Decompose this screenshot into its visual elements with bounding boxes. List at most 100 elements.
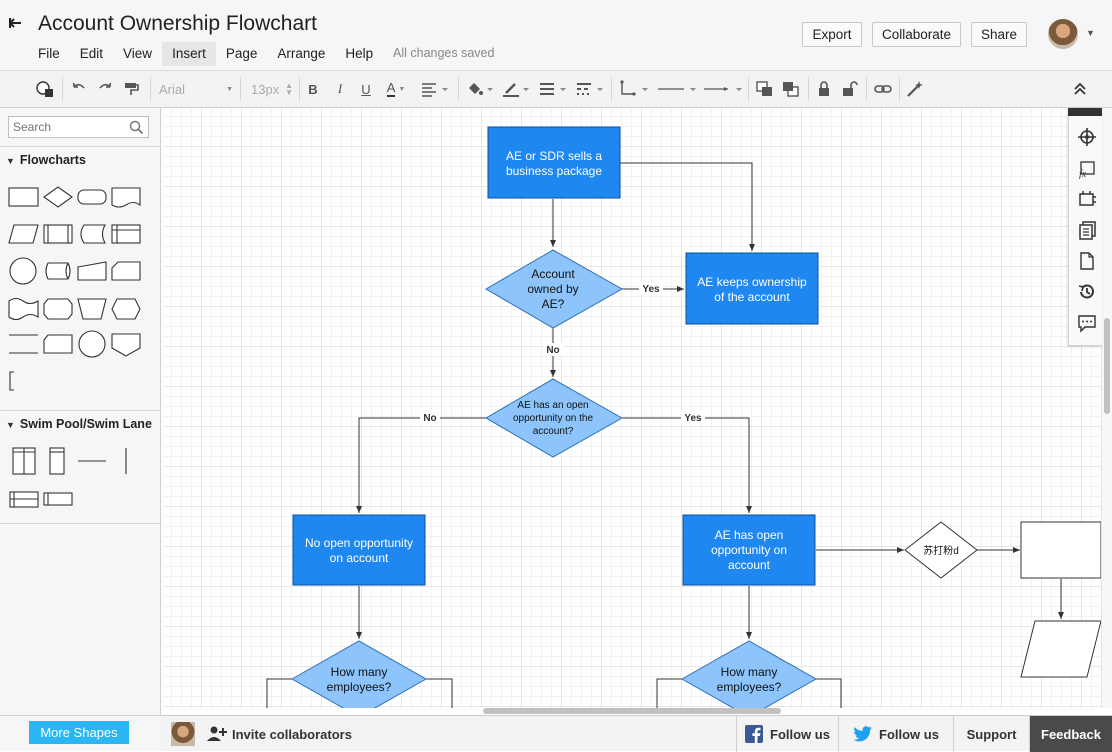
pages-icon[interactable] — [1077, 220, 1097, 240]
share-button[interactable]: Share — [971, 22, 1027, 47]
node-no-opp-process[interactable]: No open opportunity on account — [292, 514, 426, 586]
search-icon[interactable] — [129, 120, 144, 135]
formula-fx-icon[interactable]: fx — [1077, 159, 1097, 179]
shape-off-page[interactable] — [111, 333, 141, 357]
support-button[interactable]: Support — [953, 716, 1029, 752]
unlock-icon[interactable] — [840, 79, 860, 99]
shape-horizontal-lane[interactable] — [43, 492, 73, 506]
node-emp-left-decision[interactable]: How many employees? — [290, 640, 428, 708]
rail-drag-handle[interactable] — [1068, 108, 1102, 116]
font-size-stepper[interactable]: 13px▲▼ — [251, 81, 293, 97]
shape-horizontal-pool[interactable] — [9, 491, 39, 508]
node-keeps-process[interactable]: AE keeps ownership of the account — [685, 252, 819, 325]
shape-card[interactable] — [111, 261, 141, 281]
document-title[interactable]: Account Ownership Flowchart — [38, 12, 317, 35]
shape-direct-data[interactable] — [45, 262, 71, 280]
feedback-button[interactable]: Feedback — [1029, 716, 1112, 752]
shape-process[interactable] — [8, 187, 39, 207]
shape-manual-operation[interactable] — [77, 298, 107, 320]
send-to-back-icon[interactable] — [781, 79, 801, 99]
menu-arrange[interactable]: Arrange — [277, 46, 326, 61]
node-has-opp-process[interactable]: AE has open opportunity on account — [682, 514, 816, 586]
user-avatar[interactable] — [1048, 19, 1078, 49]
invite-collaborators-link[interactable]: Invite collaborators — [232, 727, 352, 742]
text-align-icon[interactable] — [420, 79, 450, 99]
line-weight-icon[interactable] — [538, 79, 568, 99]
menu-insert[interactable]: Insert — [162, 42, 216, 66]
shape-delay[interactable] — [43, 298, 73, 320]
menu-edit[interactable]: Edit — [79, 46, 104, 61]
connector-start-to-keeps[interactable] — [620, 162, 755, 251]
line-dash-icon[interactable] — [575, 79, 605, 99]
font-color-button[interactable]: A▼ — [386, 80, 406, 97]
vertical-scroll-thumb[interactable] — [1104, 318, 1110, 414]
follow-facebook-button[interactable]: Follow us — [736, 716, 838, 752]
section-swim-lane[interactable]: ▼Swim Pool/Swim Lane — [0, 410, 160, 436]
shape-document[interactable] — [111, 187, 141, 208]
redo-icon[interactable] — [96, 79, 114, 99]
shape-vertical-pool[interactable] — [12, 447, 36, 475]
node-emp-right-decision[interactable]: How many employees? — [680, 640, 818, 708]
node-open-opp-decision[interactable]: AE has an open opportunity on the accoun… — [485, 378, 624, 458]
connector-openq-to-hasopp[interactable] — [622, 417, 752, 513]
font-family-select[interactable]: Arial▼ — [159, 81, 233, 97]
shape-internal-storage[interactable] — [111, 224, 141, 244]
node-small-decision[interactable]: 苏打粉d — [904, 521, 978, 579]
italic-button[interactable]: I — [337, 81, 343, 96]
back-arrow-icon[interactable] — [6, 14, 26, 34]
shape-punched-tape[interactable] — [8, 297, 39, 321]
shape-bracket[interactable] — [9, 371, 14, 391]
shape-search-input[interactable] — [9, 117, 127, 137]
chevron-down-icon[interactable]: ▼ — [1086, 28, 1095, 38]
collaborator-avatar[interactable] — [171, 722, 195, 746]
export-button[interactable]: Export — [802, 22, 862, 47]
more-shapes-button[interactable]: More Shapes — [29, 721, 129, 744]
collaborate-button[interactable]: Collaborate — [872, 22, 961, 47]
section-flowcharts[interactable]: ▼Flowcharts — [0, 146, 160, 172]
node-blank-parallelogram[interactable] — [1020, 620, 1101, 678]
shape-style-icon[interactable] — [34, 79, 56, 99]
shape-circle[interactable] — [78, 330, 106, 358]
shape-connector[interactable] — [9, 257, 37, 285]
horizontal-scroll-thumb[interactable] — [483, 708, 781, 714]
shape-data[interactable] — [8, 224, 39, 244]
page-settings-icon[interactable] — [1077, 251, 1097, 271]
presentation-frame-icon[interactable] — [1077, 189, 1097, 209]
link-icon[interactable] — [873, 79, 893, 99]
format-painter-icon[interactable] — [122, 79, 140, 99]
shape-predefined-process[interactable] — [43, 224, 73, 244]
history-icon[interactable] — [1077, 282, 1097, 302]
connector-type-icon[interactable] — [618, 79, 650, 99]
shape-stored-data[interactable] — [80, 224, 106, 244]
shape-manual-input[interactable] — [77, 261, 107, 281]
connector-openq-to-noopp[interactable] — [356, 417, 486, 513]
magic-wand-icon[interactable] — [905, 79, 925, 99]
bring-to-front-icon[interactable] — [755, 79, 775, 99]
shape-terminator[interactable] — [77, 189, 107, 205]
lock-icon[interactable] — [815, 79, 833, 99]
fill-color-icon[interactable] — [465, 79, 495, 99]
line-color-icon[interactable] — [501, 79, 531, 99]
comments-icon[interactable] — [1077, 313, 1097, 333]
line-start-icon[interactable] — [656, 79, 700, 99]
node-start-process[interactable]: AE or SDR sells a business package — [487, 126, 621, 199]
menu-help[interactable]: Help — [345, 46, 374, 61]
shape-preparation[interactable] — [111, 298, 141, 320]
menu-file[interactable]: File — [38, 46, 60, 61]
shape-vertical-lane[interactable] — [49, 447, 65, 475]
node-blank-rect[interactable] — [1020, 521, 1101, 579]
bold-button[interactable]: B — [308, 81, 318, 97]
shape-decision[interactable] — [43, 186, 73, 208]
shape-annotation-line[interactable] — [9, 334, 38, 354]
node-owned-decision[interactable]: Account owned by AE? — [485, 249, 624, 329]
underline-button[interactable]: U — [361, 81, 371, 97]
collapse-toolbar-icon[interactable] — [1071, 79, 1089, 99]
undo-icon[interactable] — [70, 79, 88, 99]
menu-view[interactable]: View — [123, 46, 153, 61]
line-end-icon[interactable] — [702, 79, 746, 99]
shape-loop-limit[interactable] — [43, 334, 73, 354]
navigate-compass-icon[interactable] — [1077, 127, 1097, 147]
follow-twitter-button[interactable]: Follow us — [838, 716, 953, 752]
add-person-icon[interactable] — [206, 725, 228, 743]
diagram-canvas[interactable]: Yes No No Yes AE or SDR sells a business… — [163, 108, 1101, 708]
